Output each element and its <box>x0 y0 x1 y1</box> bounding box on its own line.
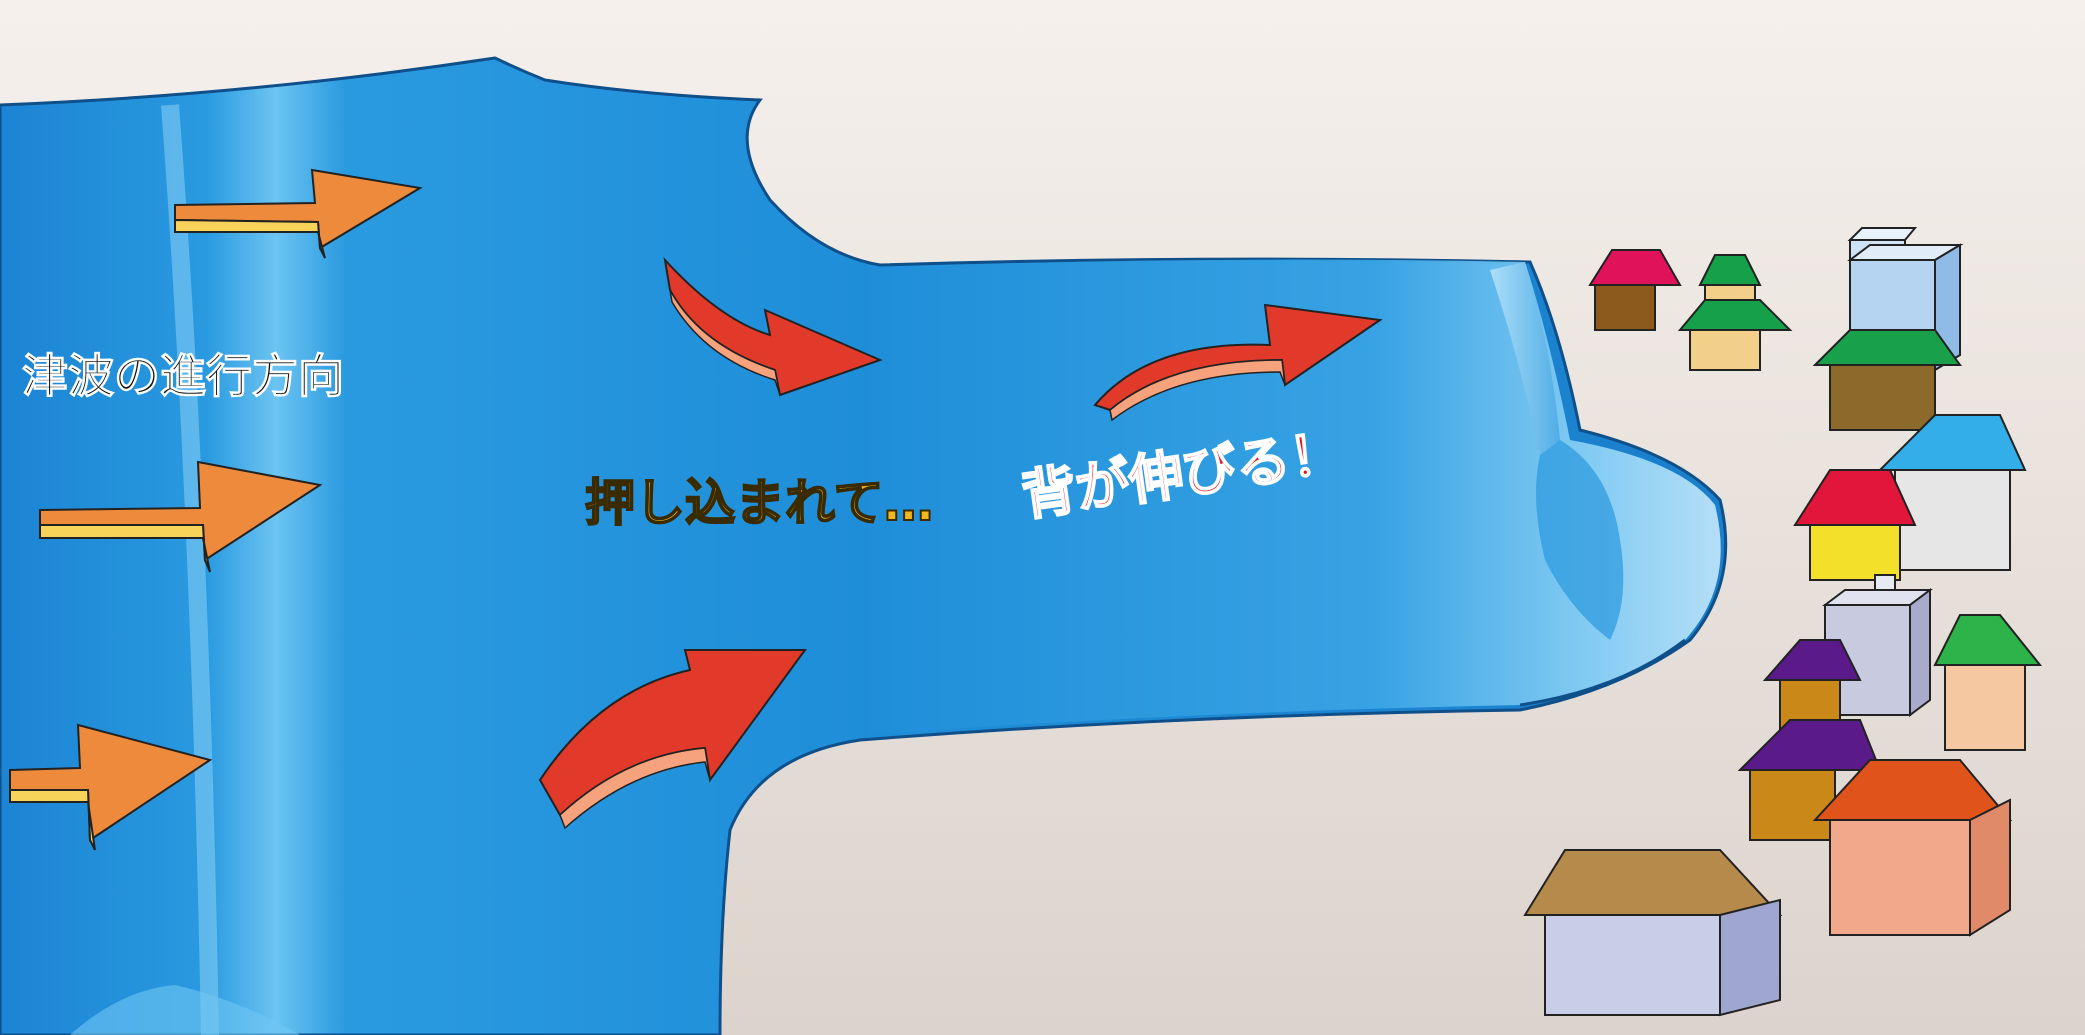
house-icon <box>1812 759 2013 937</box>
town <box>1523 227 2043 1017</box>
wave-wall <box>1490 262 1560 455</box>
house-icon <box>1812 329 1962 431</box>
house-icon <box>1877 414 2027 571</box>
wave-crest-bottom <box>70 985 300 1035</box>
direction-label: 津波の進行方向 <box>22 349 344 403</box>
bay-water <box>860 259 1721 735</box>
pushed-in-label: 押し込まれて… <box>585 474 934 532</box>
wave-wall-lower <box>1536 440 1624 640</box>
house-icon <box>1933 614 2043 751</box>
orange-arrow-icon <box>39 460 323 573</box>
red-curved-arrow-icon <box>663 256 883 397</box>
house-icon <box>1737 639 1882 841</box>
building-icon <box>1822 574 1933 717</box>
house-icon <box>1523 849 1783 1017</box>
house-icon <box>1793 469 1917 581</box>
orange-arrow-icon <box>174 168 423 259</box>
orange-arrow-icon <box>9 723 213 851</box>
house-icon <box>1677 254 1793 371</box>
bay-shoreline <box>1519 638 1686 707</box>
house-icon <box>1588 249 1682 331</box>
red-curved-arrow-icon <box>1093 303 1383 422</box>
red-curved-arrow-icon <box>538 649 807 830</box>
